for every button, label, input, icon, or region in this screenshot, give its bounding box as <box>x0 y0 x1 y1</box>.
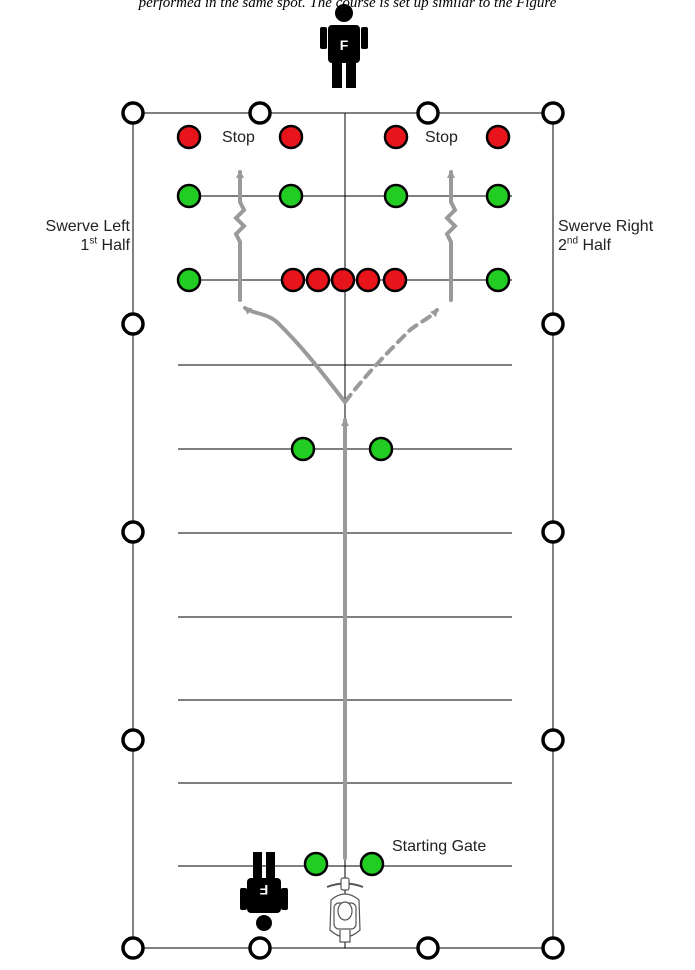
boundary-cone <box>121 728 145 752</box>
boundary-cone <box>121 936 145 960</box>
boundary-cone <box>121 520 145 544</box>
green-cone <box>368 436 394 462</box>
motorcycle-top-view-icon <box>326 877 364 943</box>
left-stop-arrow <box>233 170 247 302</box>
caption-text: performed in the same spot. The course i… <box>138 0 557 10</box>
swerve-left-title: Swerve Left <box>45 218 130 235</box>
green-cone <box>485 183 511 209</box>
red-cone <box>176 124 202 150</box>
green-cone <box>485 267 511 293</box>
half-word: Half <box>97 237 130 254</box>
flagger-person-icon: F <box>240 852 288 931</box>
swerve-left-label: Swerve Left 1st Half <box>8 217 130 255</box>
swerve-left-half: 1st Half <box>8 236 130 255</box>
boundary-cone <box>416 101 440 125</box>
boundary-cone <box>248 101 272 125</box>
boundary-cone <box>416 936 440 960</box>
boundary-cones <box>121 101 565 960</box>
boundary-cone <box>541 101 565 125</box>
swerve-right-label: Swerve Right 2nd Half <box>558 217 653 255</box>
red-cone <box>278 124 304 150</box>
boundary-cone <box>541 728 565 752</box>
red-cone <box>355 267 381 293</box>
boundary-cone <box>121 101 145 125</box>
green-cone <box>278 183 304 209</box>
ordinal-suffix: nd <box>566 235 579 247</box>
right-stop-arrow <box>444 170 458 302</box>
starting-gate-label: Starting Gate <box>392 838 487 855</box>
stop-label-left: Stop <box>222 129 255 146</box>
green-cone <box>176 183 202 209</box>
boundary-cone <box>541 936 565 960</box>
green-cone <box>359 851 385 877</box>
boundary-cone <box>248 936 272 960</box>
boundary-cone <box>541 520 565 544</box>
rider-path <box>233 170 458 860</box>
stop-label-right: Stop <box>425 129 458 146</box>
green-cones <box>176 183 511 877</box>
half-word: Half <box>578 237 611 254</box>
ordinal-number: 2 <box>558 237 567 254</box>
boundary-cone <box>121 312 145 336</box>
red-cone <box>383 124 409 150</box>
green-cone <box>176 267 202 293</box>
green-cone <box>290 436 316 462</box>
swerve-right-half: 2nd Half <box>558 236 653 255</box>
swerve-right-title: Swerve Right <box>558 218 654 235</box>
red-cone <box>305 267 331 293</box>
left-swerve-arrow <box>243 306 347 404</box>
boundary-cone <box>541 312 565 336</box>
flagger-letter: F <box>340 37 349 53</box>
red-cone <box>485 124 511 150</box>
red-cone <box>330 267 356 293</box>
red-cone <box>280 267 306 293</box>
flagger-letter: F <box>259 882 268 898</box>
red-cone <box>382 267 408 293</box>
ordinal-number: 1 <box>80 237 90 254</box>
flagger-person-icon: F <box>320 4 368 88</box>
green-cone <box>303 851 329 877</box>
green-cone <box>383 183 409 209</box>
red-cones <box>176 124 511 293</box>
right-swerve-arrow <box>343 308 439 404</box>
ordinal-suffix: st <box>89 235 98 247</box>
